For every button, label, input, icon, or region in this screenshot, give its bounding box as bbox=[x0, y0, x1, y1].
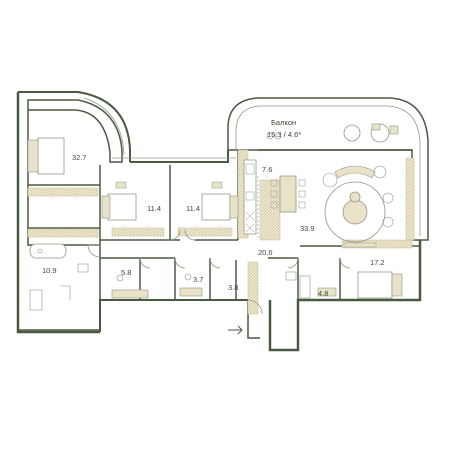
balcony bbox=[227, 97, 429, 241]
room-area-bathroom-main: 10.9 bbox=[42, 266, 57, 275]
room-area-storage: 3.8 bbox=[228, 283, 238, 292]
doors bbox=[87, 229, 351, 315]
balcony-area: 15.3 / 4.6* bbox=[267, 130, 301, 139]
living-furniture bbox=[322, 165, 394, 248]
room-labels: Балкон 15.3 / 4.6* 32.7 11.4 11.4 7.6 33… bbox=[42, 118, 385, 298]
dining-table bbox=[257, 175, 306, 238]
room-area-living: 33.9 bbox=[300, 224, 315, 233]
room-area-bedroom-left: 11.4 bbox=[147, 204, 161, 213]
wardrobes bbox=[27, 149, 415, 315]
room-area-hall: 20.6 bbox=[258, 248, 273, 257]
room-area-bedroom-right: 11.4 bbox=[186, 204, 200, 213]
bathtub bbox=[29, 243, 67, 259]
balcony-table bbox=[343, 124, 361, 142]
left-wing bbox=[17, 91, 131, 331]
room-area-kitchen: 7.6 bbox=[262, 165, 272, 174]
beds bbox=[27, 137, 403, 299]
room-area-bathroom-right: 4.8 bbox=[318, 289, 328, 298]
room-area-bedroom-master: 32.7 bbox=[72, 153, 87, 162]
entrance-arrow-icon bbox=[228, 325, 243, 335]
outer-walls bbox=[16, 92, 422, 352]
balcony-name: Балкон bbox=[271, 118, 296, 127]
kitchen-counter bbox=[243, 159, 257, 235]
room-area-bedroom-right-big: 17.2 bbox=[370, 258, 385, 267]
room-area-wc: 3.7 bbox=[193, 275, 203, 284]
room-area-bathroom-small: 5.8 bbox=[121, 268, 131, 277]
bathrooms bbox=[29, 243, 337, 311]
